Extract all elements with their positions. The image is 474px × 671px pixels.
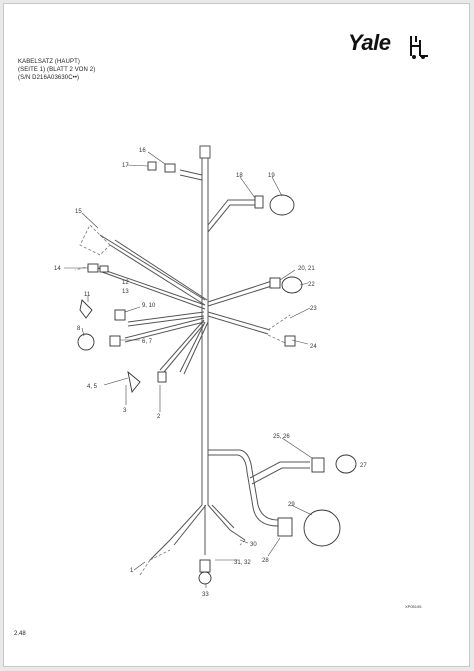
connector-33: [199, 559, 211, 573]
callout-25-26: 25, 26: [273, 434, 290, 440]
callout-2: 2: [157, 414, 161, 420]
connector-12: [99, 265, 109, 273]
component-22: [281, 276, 303, 294]
callout-12: 12: [122, 280, 129, 286]
branch-down-3: [159, 319, 205, 373]
callout-23: 23: [310, 306, 317, 312]
branch-upper-left: [109, 239, 208, 306]
diagram-header: KABELSATZ (HAUPT) (SEITE 1) (BLATT 2 VON…: [18, 58, 95, 82]
callout-1: 1: [130, 568, 134, 574]
connector-20: [269, 277, 281, 289]
branch-to-25: [249, 461, 310, 485]
connector-14: [87, 263, 99, 273]
branch-down-2: [179, 321, 209, 375]
connector-18: [254, 195, 264, 209]
component-8: [77, 333, 95, 351]
callout-29: 29: [288, 502, 295, 508]
page-number: 2.48: [14, 631, 26, 637]
connector-6: [109, 335, 121, 347]
connector-9: [114, 309, 126, 321]
branch-lower-right: [208, 449, 279, 527]
connector-17: [147, 161, 157, 171]
branch-left-9: [127, 311, 205, 327]
figure-code: XP05195: [405, 604, 422, 609]
header-serial: (S/N D216A03630C••): [18, 75, 80, 81]
callout-27: 27: [360, 463, 367, 469]
branch-left-15: [99, 234, 206, 301]
connector-28: [277, 517, 293, 537]
callout-17: 17: [122, 163, 129, 169]
header-sheet-info: (SEITE 1) (BLATT 2 VON 2): [18, 67, 96, 73]
branch-upper-16: [179, 169, 203, 181]
callout-11: 11: [84, 292, 91, 298]
connector-25: [311, 457, 325, 473]
component-29: [303, 509, 341, 547]
callout-14: 14: [54, 266, 61, 272]
callout-20-21: 20, 21: [298, 266, 315, 272]
callout-13: 13: [122, 289, 129, 295]
callout-30: 30: [250, 542, 257, 548]
branch-right-23: [207, 311, 271, 335]
connector-3: [157, 371, 167, 383]
branch-upper-18: [207, 199, 255, 233]
callout-16: 16: [139, 148, 146, 154]
branch-right-20: [207, 279, 279, 307]
component-33-lamp: [198, 571, 212, 585]
connector-24: [284, 335, 296, 347]
trunk-top-connector: [199, 145, 211, 159]
callout-15: 15: [75, 209, 82, 215]
header-title: KABELSATZ (HAUPT): [18, 59, 80, 65]
brand-logo: Yale: [348, 30, 391, 55]
callout-3: 3: [123, 408, 127, 414]
callout-8: 8: [77, 326, 81, 332]
forklift-mark-icon: [410, 36, 428, 59]
callout-31-32: 31, 32: [234, 560, 251, 566]
callout-6-7: 6, 7: [142, 339, 153, 345]
branch-bottom-30: [207, 504, 246, 541]
callout-22: 22: [308, 282, 315, 288]
component-4: [127, 370, 141, 394]
component-19: [269, 194, 295, 216]
callout-9-10: 9, 10: [142, 303, 156, 309]
diagram-sheet: KABELSATZ (HAUPT) (SEITE 1) (BLATT 2 VON…: [3, 3, 470, 667]
branch-bottom-1: [149, 504, 207, 561]
callout-19: 19: [268, 173, 275, 179]
callout-28: 28: [262, 558, 269, 564]
branch-left-14: [97, 267, 206, 310]
branch-left-6: [124, 317, 205, 343]
component-11: [79, 299, 93, 319]
component-27: [335, 454, 357, 474]
callout-4-5: 4, 5: [87, 384, 98, 390]
callout-33: 33: [202, 592, 209, 598]
callout-24: 24: [310, 344, 317, 350]
callout-18: 18: [236, 173, 243, 179]
connector-16: [164, 163, 176, 173]
